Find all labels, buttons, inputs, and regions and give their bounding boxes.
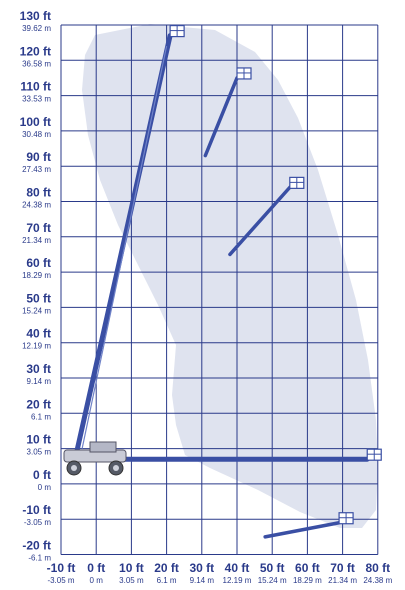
x-tick-label-m: 9.14 m: [190, 576, 215, 585]
y-tick-label-ft: 20 ft: [26, 397, 51, 411]
y-tick-label-m: 30.48 m: [22, 130, 51, 139]
y-tick-label-ft: 100 ft: [20, 115, 51, 129]
y-tick-label-ft: 60 ft: [26, 256, 51, 270]
platform-max-outreach: [366, 448, 382, 461]
x-tick-label-ft: -10 ft: [47, 561, 76, 575]
x-tick-label-ft: 40 ft: [225, 561, 250, 575]
x-tick-label-ft: 20 ft: [154, 561, 179, 575]
boom-layer: [63, 24, 382, 539]
y-tick-label-m: 9.14 m: [27, 377, 52, 386]
turntable: [89, 441, 117, 453]
y-tick-label-m: 36.58 m: [22, 59, 51, 68]
x-tick-label-m: -3.05 m: [47, 576, 74, 585]
y-tick-label-m: 3.05 m: [27, 448, 52, 457]
x-tick-label-m: 6.1 m: [157, 576, 177, 585]
x-tick-label-ft: 70 ft: [330, 561, 355, 575]
x-tick-label-ft: 30 ft: [189, 561, 214, 575]
x-tick-label-ft: 80 ft: [365, 561, 390, 575]
platform-max-height: [169, 24, 185, 38]
y-tick-label-m: -6.1 m: [28, 554, 51, 563]
y-tick-label-ft: -20 ft: [22, 539, 51, 553]
y-tick-label-m: 12.19 m: [22, 342, 51, 351]
x-tick-label-m: 15.24 m: [258, 576, 287, 585]
x-tick-label-m: 24.38 m: [363, 576, 392, 585]
y-tick-label-m: -3.05 m: [24, 518, 51, 527]
y-tick-label-ft: 70 ft: [26, 221, 51, 235]
platform-below-grade: [338, 512, 354, 525]
x-tick-label-m: 21.34 m: [328, 576, 357, 585]
y-tick-label-m: 18.29 m: [22, 271, 51, 280]
y-tick-label-m: 39.62 m: [22, 24, 51, 33]
y-tick-label-ft: 90 ft: [26, 150, 51, 164]
x-tick-label-ft: 50 ft: [260, 561, 285, 575]
y-tick-label-m: 33.53 m: [22, 95, 51, 104]
y-tick-label-ft: -10 ft: [22, 503, 51, 517]
boom-high-reach: [203, 76, 239, 158]
y-tick-label-ft: 110 ft: [20, 80, 51, 94]
x-tick-label-ft: 10 ft: [119, 561, 144, 575]
y-tick-label-m: 6.1 m: [31, 412, 51, 421]
x-tick-label-m: 3.05 m: [119, 576, 144, 585]
y-tick-label-ft: 0 ft: [33, 468, 51, 482]
x-tick-label-m: 12.19 m: [223, 576, 252, 585]
grid-layer: [60, 24, 379, 555]
x-tick-label-ft: 0 ft: [87, 561, 105, 575]
x-tick-label-m: 18.29 m: [293, 576, 322, 585]
y-tick-label-m: 0 m: [38, 483, 52, 492]
y-tick-label-m: 15.24 m: [22, 306, 51, 315]
y-tick-label-ft: 10 ft: [26, 433, 51, 447]
y-tick-label-m: 27.43 m: [22, 165, 51, 174]
envelope-layer: [82, 24, 378, 528]
working-envelope-area: [82, 24, 378, 528]
y-tick-label-m: 21.34 m: [22, 236, 51, 245]
boom-mid-reach: [228, 185, 292, 257]
x-axis-labels: -10 ft-3.05 m 0 ft0 m 10 ft3.05 m 20 ft6.1 …: [47, 561, 393, 585]
platform-high-reach: [236, 67, 252, 80]
y-tick-label-ft: 30 ft: [26, 362, 51, 376]
y-tick-label-ft: 80 ft: [26, 186, 51, 200]
machine-chassis: [63, 441, 127, 476]
y-tick-label-ft: 40 ft: [26, 327, 51, 341]
x-tick-label-ft: 60 ft: [295, 561, 320, 575]
y-tick-label-ft: 130 ft: [20, 9, 51, 23]
wheel-hub: [71, 465, 77, 471]
boom-below-grade: [263, 520, 341, 539]
boom-highlight: [81, 46, 168, 449]
x-tick-label-m: 0 m: [90, 576, 104, 585]
y-tick-label-m: 24.38 m: [22, 201, 51, 210]
wheel-hub: [113, 465, 119, 471]
y-tick-label-ft: 120 ft: [20, 44, 51, 58]
y-tick-label-ft: 50 ft: [26, 291, 51, 305]
platform-mid-reach: [289, 176, 305, 189]
